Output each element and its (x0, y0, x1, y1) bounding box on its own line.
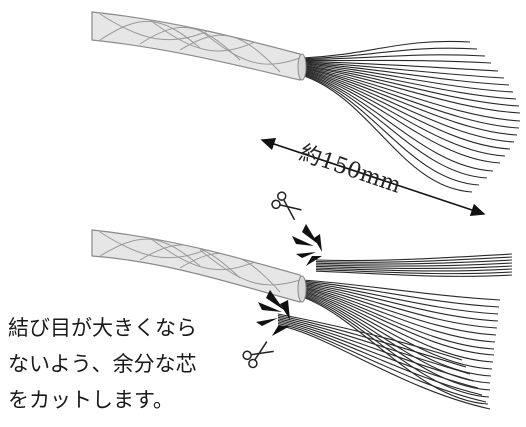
scissors-icon (271, 191, 302, 221)
wire-strand (315, 259, 513, 265)
lower-cable-end (297, 275, 307, 303)
wire-strand (277, 313, 463, 361)
wire-strand (277, 318, 475, 382)
wire-strand (301, 66, 521, 122)
wire-strand (277, 323, 487, 403)
wire-strand (301, 68, 515, 143)
wire-strand (301, 63, 514, 93)
wire-strand (301, 282, 499, 322)
wire-strand (301, 295, 490, 398)
wire-strand (301, 60, 499, 72)
wire-strand (301, 62, 510, 86)
wire-strand (301, 279, 501, 301)
wire-strand (315, 262, 513, 267)
wire-strand (301, 296, 489, 405)
wire-strand (301, 294, 491, 391)
wire-strand (301, 289, 494, 363)
wire-strand (277, 321, 483, 396)
wire-strand (301, 280, 500, 308)
wire-strand (301, 59, 492, 64)
note-line-1: 結び目が大きくなら (8, 316, 197, 340)
wire-strand (315, 270, 513, 277)
wire-strand (301, 64, 520, 107)
wire-strand (301, 61, 505, 79)
snip-burst-icon (256, 290, 290, 336)
upper-braid (99, 13, 301, 73)
wire-strand (301, 68, 518, 136)
wire-strand (277, 316, 471, 375)
wire-strand (301, 291, 492, 377)
wire-strand (277, 319, 479, 389)
wire-strand (301, 65, 521, 114)
wire-strand (301, 290, 493, 370)
wire-strand (315, 269, 513, 275)
wire-strand (301, 63, 517, 100)
wire-strand (301, 67, 520, 129)
wire-strand (301, 285, 497, 336)
snip-burst-icon (292, 224, 322, 266)
wire-strand (315, 267, 513, 272)
wire-strand (301, 47, 478, 60)
upper-cable-end (297, 53, 307, 81)
instruction-note: 結び目が大きくなら ないよう、余分な芯 をカットします。 (8, 310, 238, 418)
wire-strand (277, 324, 491, 410)
wire-strand (315, 253, 513, 262)
wire-strand (301, 281, 499, 315)
wire-strand (301, 287, 495, 350)
scissors-icon (242, 341, 274, 369)
wire-strand (301, 40, 471, 59)
wire-strand (301, 283, 498, 329)
wire-strand (315, 256, 513, 263)
lower-cable (91, 229, 513, 410)
length-arrow (260, 137, 486, 217)
wire-strand (315, 265, 513, 270)
wire-strand (301, 288, 495, 356)
note-line-3: をカットします。 (8, 388, 174, 412)
wire-strand (301, 54, 486, 61)
wire-strand (277, 315, 467, 368)
note-line-2: ないよう、余分な芯 (8, 352, 197, 376)
lower-wire-strands (277, 253, 513, 410)
wire-strand (301, 286, 496, 343)
